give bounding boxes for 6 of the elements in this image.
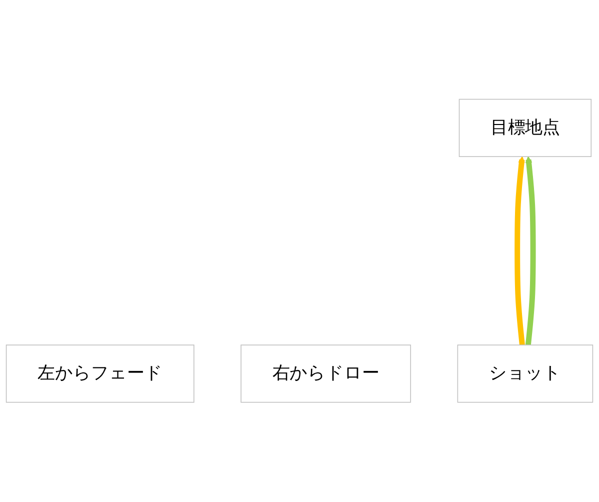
node-box: 目標地点 <box>458 99 592 158</box>
node-box: 左からフェード <box>6 344 194 403</box>
node-box: 右からドロー <box>240 344 411 403</box>
arrow <box>514 156 526 346</box>
arrow <box>525 156 536 346</box>
node-box: ショット <box>457 344 594 403</box>
